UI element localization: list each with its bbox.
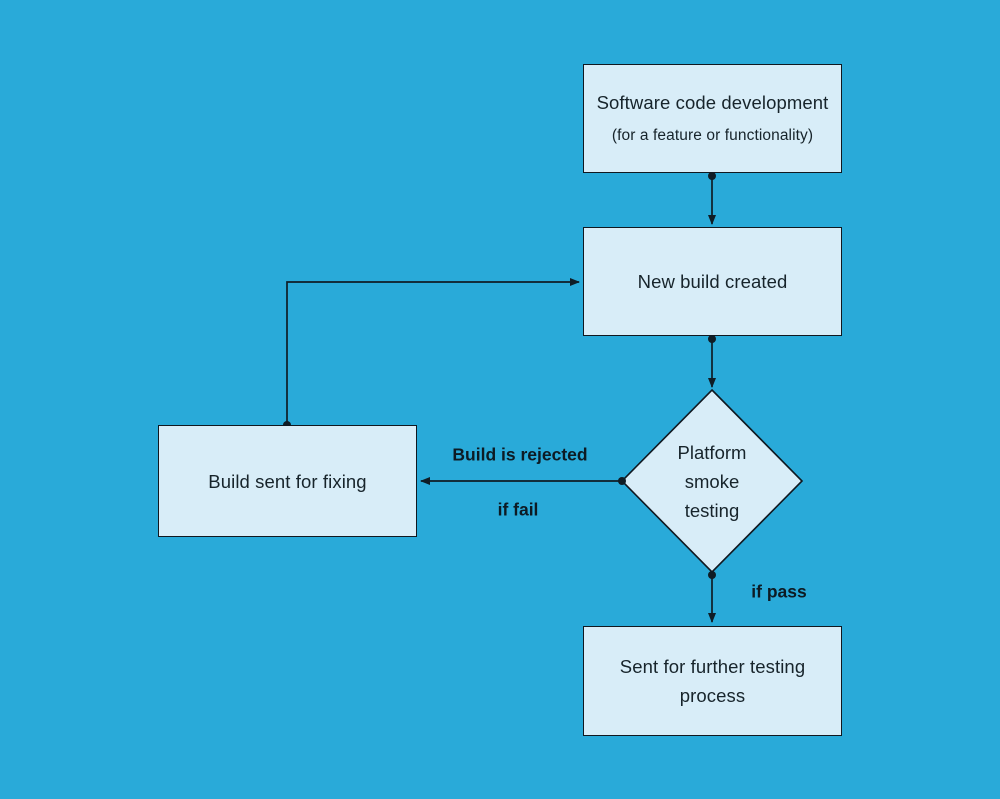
node-label: Platform smoke testing — [677, 441, 747, 521]
node-label-note: (for a feature or functionality) — [611, 126, 814, 144]
node-label: Build sent for fixing — [208, 470, 367, 492]
node-sent-for-further-testing: Sent for further testing process — [583, 626, 842, 736]
node-software-code-development: Software code development (for a feature… — [583, 64, 842, 173]
node-label: Software code development (for a feature… — [597, 88, 829, 150]
node-label: Sent for further testing process — [619, 656, 806, 706]
edge-label-if-fail: if fail — [497, 499, 539, 520]
node-build-sent-for-fixing: Build sent for fixing — [158, 425, 417, 537]
node-new-build-created: New build created — [583, 227, 842, 336]
edge-fix-to-build — [286, 278, 580, 425]
edge-label-build-is-rejected: Build is rejected — [452, 444, 588, 465]
node-label: New build created — [637, 271, 788, 292]
connector-dot — [708, 172, 716, 180]
edge-label-if-pass: if pass — [751, 581, 807, 602]
connector-dot — [708, 571, 716, 579]
connector-dot — [708, 335, 716, 343]
node-label-main: Software code development — [596, 91, 829, 113]
node-platform-smoke-testing: Platform smoke testing — [622, 390, 802, 572]
connector-dot — [618, 477, 626, 485]
